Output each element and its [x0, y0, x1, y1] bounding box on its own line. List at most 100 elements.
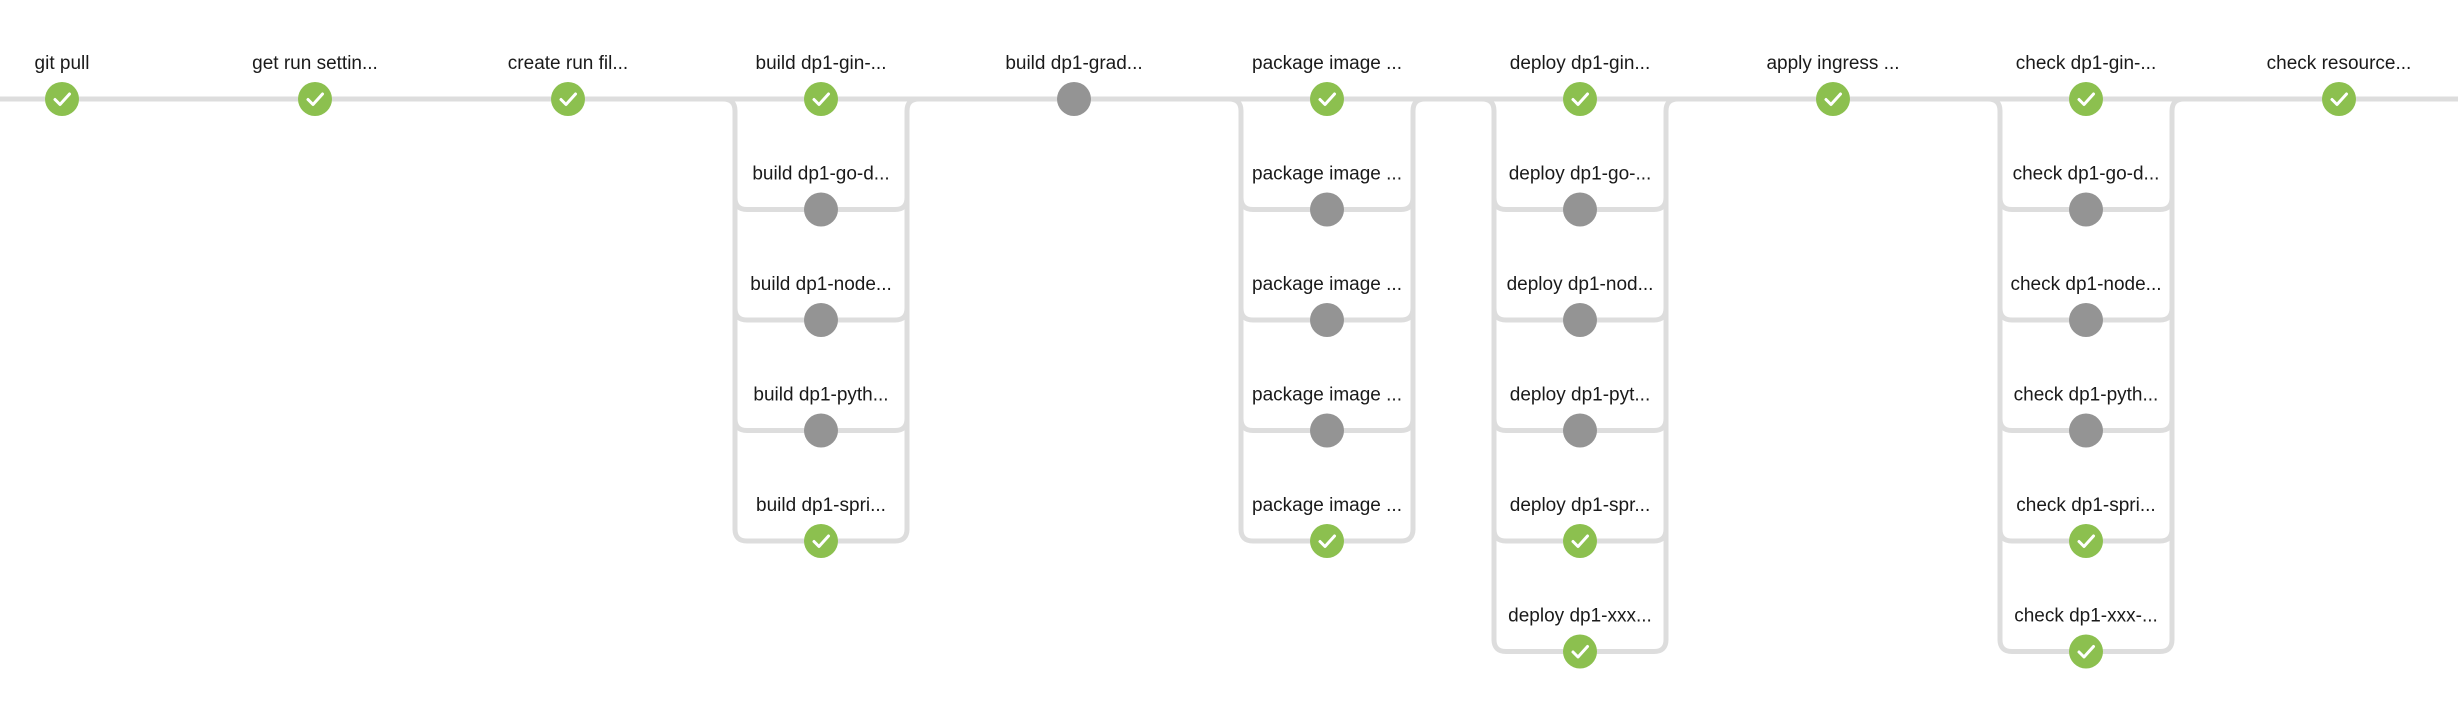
node-label: create run fil...: [508, 53, 628, 74]
node-label: build dp1-pyth...: [753, 385, 888, 406]
check-icon: [53, 92, 71, 106]
pipeline-node-build-dp1-grad[interactable]: build dp1-grad...: [1005, 53, 1143, 116]
check-icon: [812, 534, 830, 548]
node-label: package image ...: [1252, 385, 1402, 406]
status-success-dot[interactable]: [1563, 82, 1597, 116]
pipeline-node-build-dp1-gin[interactable]: build dp1-gin-...: [756, 53, 887, 116]
pipeline-node-build-dp1-pyth[interactable]: build dp1-pyth...: [753, 385, 889, 448]
node-label: build dp1-spri...: [756, 495, 886, 516]
node-label: deploy dp1-go-...: [1509, 164, 1652, 185]
pipeline-node-create-run-fil[interactable]: create run fil...: [508, 53, 628, 116]
node-label: check dp1-pyth...: [2014, 385, 2159, 406]
status-success-dot[interactable]: [2069, 634, 2103, 669]
status-success-dot[interactable]: [1310, 524, 1344, 558]
pipeline-node-check-dp1-xxx[interactable]: check dp1-xxx-...: [2014, 606, 2158, 669]
pipeline-node-package-image[interactable]: package image ...: [1252, 274, 1402, 337]
check-icon: [306, 92, 324, 106]
node-label: check resource...: [2267, 53, 2412, 74]
status-skipped-dot[interactable]: [2069, 303, 2103, 337]
status-skipped-dot[interactable]: [1310, 413, 1344, 448]
node-label: apply ingress ...: [1766, 53, 1899, 74]
status-success-dot[interactable]: [804, 524, 838, 558]
status-skipped-dot[interactable]: [2069, 192, 2103, 227]
pipeline-node-package-image[interactable]: package image ...: [1252, 495, 1402, 558]
status-success-dot[interactable]: [1816, 82, 1850, 116]
node-label: build dp1-go-d...: [752, 164, 889, 185]
status-success-dot[interactable]: [298, 82, 332, 116]
node-label: build dp1-gin-...: [756, 53, 887, 74]
status-success-dot[interactable]: [45, 82, 79, 116]
check-icon: [2077, 645, 2095, 659]
node-label: git pull: [35, 53, 90, 74]
status-success-dot[interactable]: [2322, 82, 2356, 116]
pipeline-node-deploy-dp1-gin[interactable]: deploy dp1-gin...: [1510, 53, 1651, 116]
check-icon: [1571, 92, 1589, 106]
status-skipped-dot[interactable]: [1057, 82, 1091, 116]
pipeline-node-check-dp1-gin[interactable]: check dp1-gin-...: [2016, 53, 2156, 116]
status-success-dot[interactable]: [804, 82, 838, 116]
status-skipped-dot[interactable]: [804, 192, 838, 227]
parallel-rail-left: [1985, 96, 2003, 642]
pipeline-node-check-dp1-pyth[interactable]: check dp1-pyth...: [2014, 385, 2159, 448]
status-success-dot[interactable]: [1310, 82, 1344, 116]
status-skipped-dot[interactable]: [2069, 413, 2103, 448]
check-icon: [2077, 534, 2095, 548]
node-label: check dp1-xxx-...: [2014, 606, 2158, 627]
pipeline-node-get-run-settin[interactable]: get run settin...: [252, 53, 378, 116]
node-label: build dp1-grad...: [1005, 53, 1142, 74]
node-label: package image ...: [1252, 164, 1402, 185]
pipeline-node-deploy-dp1-spr[interactable]: deploy dp1-spr...: [1510, 495, 1650, 558]
status-success-dot[interactable]: [1563, 634, 1597, 669]
check-icon: [1571, 645, 1589, 659]
pipeline-node-package-image[interactable]: package image ...: [1252, 164, 1402, 227]
pipeline-nodes: git pull get run settin... create run fil.…: [35, 53, 2412, 669]
parallel-rail-right: [2169, 96, 2187, 642]
check-icon: [1824, 92, 1842, 106]
check-icon: [1571, 534, 1589, 548]
pipeline-node-git-pull[interactable]: git pull: [35, 53, 90, 116]
pipeline-node-check-dp1-node[interactable]: check dp1-node...: [2010, 274, 2162, 337]
node-label: check dp1-node...: [2010, 274, 2161, 295]
pipeline-node-build-dp1-go-d[interactable]: build dp1-go-d...: [752, 164, 890, 227]
node-label: deploy dp1-xxx...: [1508, 606, 1652, 627]
status-success-dot[interactable]: [2069, 82, 2103, 116]
node-label: check dp1-spri...: [2016, 495, 2155, 516]
status-skipped-dot[interactable]: [804, 413, 838, 448]
status-skipped-dot[interactable]: [1310, 303, 1344, 337]
pipeline-node-package-image[interactable]: package image ...: [1252, 385, 1402, 448]
node-label: package image ...: [1252, 53, 1402, 74]
pipeline-node-check-dp1-go-d[interactable]: check dp1-go-d...: [2013, 164, 2160, 227]
pipeline-node-deploy-dp1-pyt[interactable]: deploy dp1-pyt...: [1510, 385, 1650, 448]
pipeline-node-deploy-dp1-go[interactable]: deploy dp1-go-...: [1509, 164, 1652, 227]
status-skipped-dot[interactable]: [1563, 192, 1597, 227]
status-success-dot[interactable]: [2069, 524, 2103, 558]
parallel-rail-right: [1410, 96, 1428, 532]
pipeline-node-deploy-dp1-xxx[interactable]: deploy dp1-xxx...: [1508, 606, 1652, 669]
check-icon: [559, 92, 577, 106]
pipeline-node-apply-ingress[interactable]: apply ingress ...: [1766, 53, 1900, 116]
pipeline-node-check-dp1-spri[interactable]: check dp1-spri...: [2016, 495, 2156, 558]
pipeline-node-package-image[interactable]: package image ...: [1252, 53, 1402, 116]
pipeline-node-build-dp1-node[interactable]: build dp1-node...: [750, 274, 892, 337]
node-label: build dp1-node...: [750, 274, 892, 295]
parallel-rail-left: [1479, 96, 1497, 642]
parallel-rail-left: [1226, 96, 1244, 532]
parallel-rail-left: [720, 96, 738, 532]
status-skipped-dot[interactable]: [804, 303, 838, 337]
node-label: get run settin...: [252, 53, 378, 74]
check-icon: [2330, 92, 2348, 106]
check-icon: [1318, 534, 1336, 548]
pipeline-node-deploy-dp1-nod[interactable]: deploy dp1-nod...: [1507, 274, 1654, 337]
node-label: deploy dp1-gin...: [1510, 53, 1651, 74]
status-success-dot[interactable]: [551, 82, 585, 116]
node-label: deploy dp1-pyt...: [1510, 385, 1650, 406]
status-skipped-dot[interactable]: [1563, 413, 1597, 448]
status-skipped-dot[interactable]: [1563, 303, 1597, 337]
check-icon: [1318, 92, 1336, 106]
status-success-dot[interactable]: [1563, 524, 1597, 558]
status-skipped-dot[interactable]: [1310, 192, 1344, 227]
pipeline-node-check-resource[interactable]: check resource...: [2267, 53, 2412, 116]
pipeline-node-build-dp1-spri[interactable]: build dp1-spri...: [756, 495, 886, 558]
node-label: deploy dp1-spr...: [1510, 495, 1650, 516]
